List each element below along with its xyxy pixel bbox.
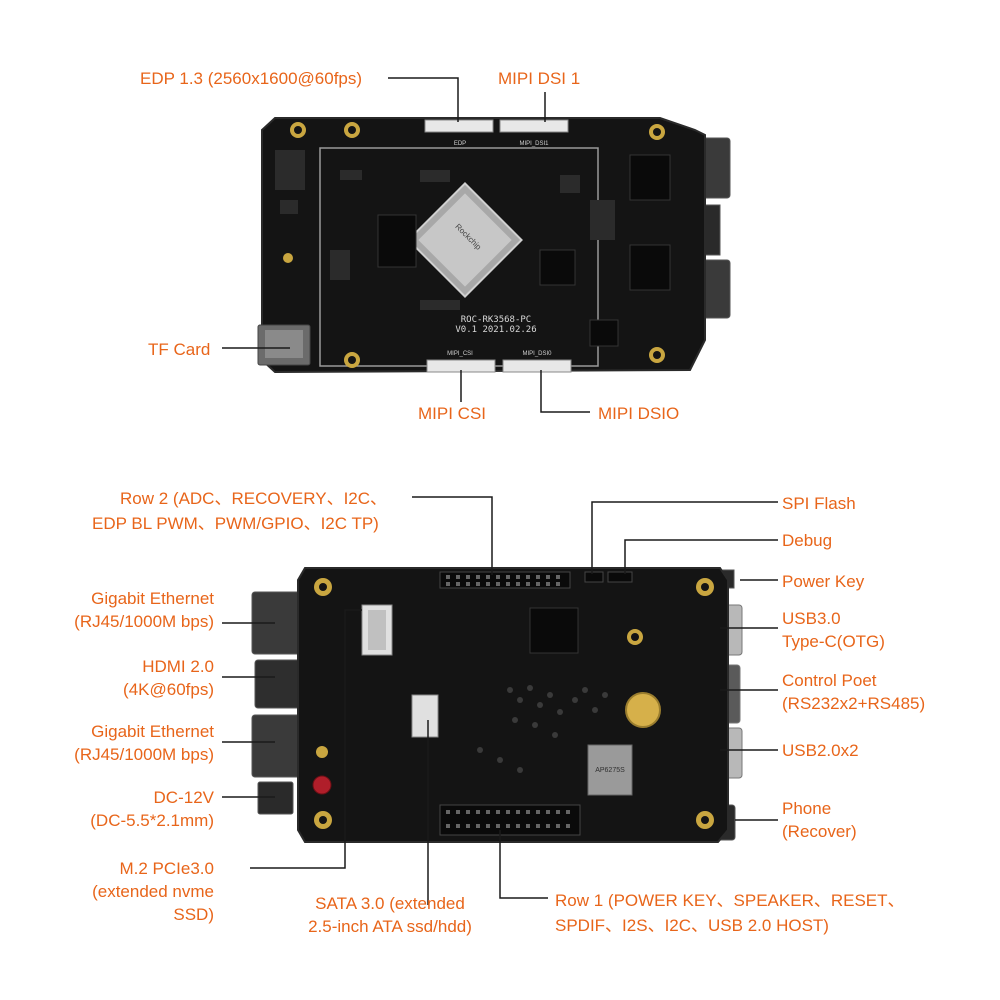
callout-usb3-line2: Type-C(OTG) [782,632,885,651]
row1-header [439,804,581,836]
hdmi-port [254,659,301,709]
callout-m2-line1: M.2 PCIe3.0 [119,859,215,878]
mipi-dsi0-fpc-connector [502,359,572,373]
top-small-chip [589,319,619,347]
dc-jack [257,781,294,815]
callout-hdmi-line1: HDMI 2.0 [142,657,214,676]
callout-phone-line2: (Recover) [782,822,857,841]
callout-spi-flash: SPI Flash [782,494,856,513]
callout-row1-line1: Row 1 (POWER KEY、SPEAKER、RESET、 [555,891,905,910]
callout-control-line2: (RS232x2+RS485) [782,694,926,713]
top-passive-components [275,150,615,310]
callout-mipi-csi: MIPI CSI [418,404,487,423]
silk-mipi-csi: MIPI_CSI [447,351,473,357]
silk-mipi-dsi0: MIPI_DSI0 [522,351,552,357]
row1-header-pins [446,810,570,828]
callout-row1-line2: SPDIF、I2S、I2C、USB 2.0 HOST) [555,916,829,935]
callout-gbe2-line2: (RJ45/1000M bps) [74,745,214,764]
bottom-mounting-holes [314,578,714,829]
callout-sata-line1: SATA 3.0 (extended [315,894,465,913]
callout-row2-line2: EDP BL PWM、PWM/GPIO、I2C TP) [92,514,379,533]
callout-mipi-dsi0: MIPI DSIO [598,404,680,423]
callout-power-key: Power Key [782,572,865,591]
rk3568-soc: Rockchip [407,182,523,298]
mipi-dsi1-fpc-connector [499,119,569,133]
spi-memory-chip [529,607,579,654]
bottom-board: AP6275S [251,567,743,843]
tf-card-slot-inner [265,330,303,358]
silk-board-version: V0.1 2021.02.26 [455,325,536,335]
callout-mipi-dsi1: MIPI DSI 1 [498,69,581,88]
callout-control-line1: Control Poet [782,671,877,690]
via-cluster [477,685,608,773]
callout-gbe1-line2: (RJ45/1000M bps) [74,612,214,631]
callout-gbe2-line1: Gigabit Ethernet [91,722,214,741]
callout-gbe1-line1: Gigabit Ethernet [91,589,214,608]
row2-header-pins [446,575,560,586]
rj45-port-2 [251,714,303,778]
silk-edp: EDP [454,141,466,147]
top-board: EDP MIPI_DSI1 MIPI_CSI MIPI_DSI0 Rockchi… [257,117,731,374]
bottom-leader-lines [222,496,778,905]
callout-row2-line1: Row 2 (ADC、RECOVERY、I2C、 [120,489,388,508]
top-memory-chip-1 [377,214,417,268]
top-mounting-holes [283,122,665,368]
callout-dc-line2: (DC-5.5*2.1mm) [90,811,214,830]
silk-mipi-dsi1: MIPI_DSI1 [519,141,549,147]
wifi-module [587,744,633,796]
callout-usb2: USB2.0x2 [782,741,859,760]
callout-debug: Debug [782,531,833,550]
edp-fpc-connector [424,119,494,133]
callout-dc-line1: DC-12V [153,788,214,807]
top-ethernet-phy-2 [629,244,671,291]
callout-usb3-line1: USB3.0 [782,609,841,628]
spi-flash-chip [584,571,604,583]
top-ethernet-phy-1 [629,154,671,201]
callout-tf-card: TF Card [148,340,211,359]
silk-wifi-chip: AP6275S [595,767,625,774]
top-memory-chip-2 [539,249,576,286]
callout-hdmi-line2: (4K@60fps) [123,680,214,699]
capacitor [312,775,332,795]
callout-edp: EDP 1.3 (2560x1600@60fps) [140,69,363,88]
callout-m2-line2: (extended nvme [92,882,214,901]
m2-slot-inner [368,610,386,650]
sata-connector [411,694,439,738]
callout-phone-line1: Phone [782,799,832,818]
rtc-battery [625,692,661,728]
silk-board-model: ROC-RK3568-PC [461,315,531,325]
callout-sata-line2: 2.5-inch ATA ssd/hdd) [308,917,472,936]
callout-m2-line3: SSD) [173,905,214,924]
top-leader-lines [222,77,590,413]
debug-header [607,571,633,583]
